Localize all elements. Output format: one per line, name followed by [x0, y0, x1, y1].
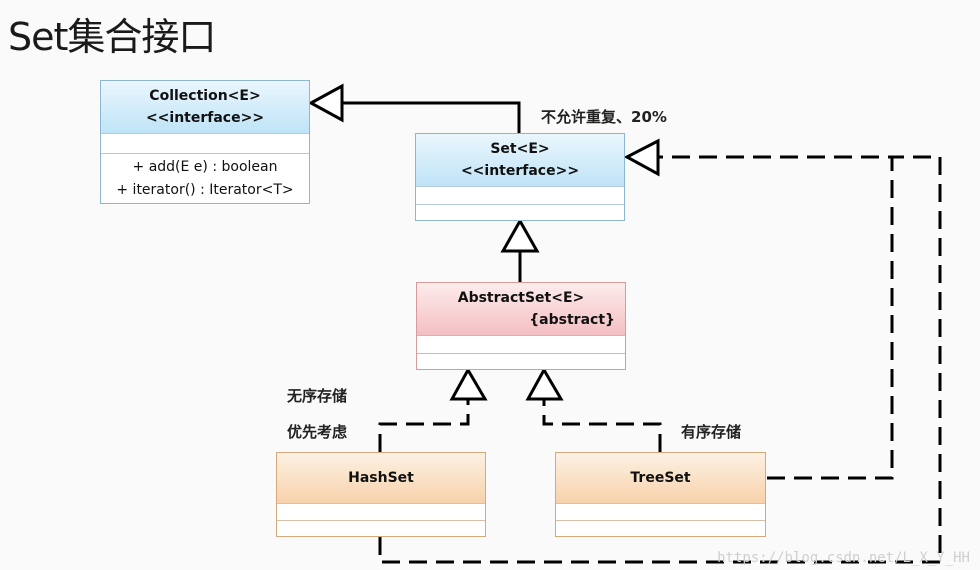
hashset-implements-set-edge: [378, 155, 942, 564]
note-set-no-duplicates: 不允许重复、20%: [541, 108, 667, 126]
class-abstract-set: AbstractSet<E> {abstract}: [416, 282, 626, 370]
treeset-extends-abstractset-edge: [525, 366, 662, 452]
method-iterator: + iterator() : Iterator<T>: [116, 182, 294, 198]
class-set-name: Set<E>: [490, 141, 550, 157]
watermark: https://blog.csdn.net/L_X_Y_HH: [717, 550, 970, 566]
set-extends-collection-edge: [307, 83, 521, 133]
class-abstract-set-name: AbstractSet<E>: [457, 290, 585, 306]
class-set: Set<E> <<interface>>: [415, 133, 625, 221]
class-collection-name: Collection<E>: [149, 88, 261, 104]
class-abstract-set-stereotype: {abstract}: [529, 312, 615, 328]
class-collection-stereotype: <<interface>>: [145, 110, 265, 126]
treeset-implements-set-edge: [623, 138, 894, 480]
method-add: + add(E e) : boolean: [132, 159, 278, 175]
note-hash-unordered: 无序存储: [287, 387, 348, 405]
class-tree-set-name: TreeSet: [630, 470, 691, 486]
class-tree-set: TreeSet: [555, 452, 766, 537]
note-hash-preferred: 优先考虑: [287, 423, 348, 441]
abstractset-implements-set-edge: [500, 217, 540, 282]
class-hash-set-name: HashSet: [348, 470, 414, 486]
hashset-extends-abstractset-edge: [378, 366, 488, 452]
note-tree-ordered: 有序存储: [681, 423, 742, 441]
class-set-stereotype: <<interface>>: [460, 163, 580, 179]
page-title: Set集合接口: [8, 15, 216, 59]
class-hash-set: HashSet: [276, 452, 486, 537]
class-collection-methods: + add(E e) : boolean + iterator() : Iter…: [101, 153, 309, 205]
class-collection: Collection<E> <<interface>> + add(E e) :…: [100, 80, 310, 204]
